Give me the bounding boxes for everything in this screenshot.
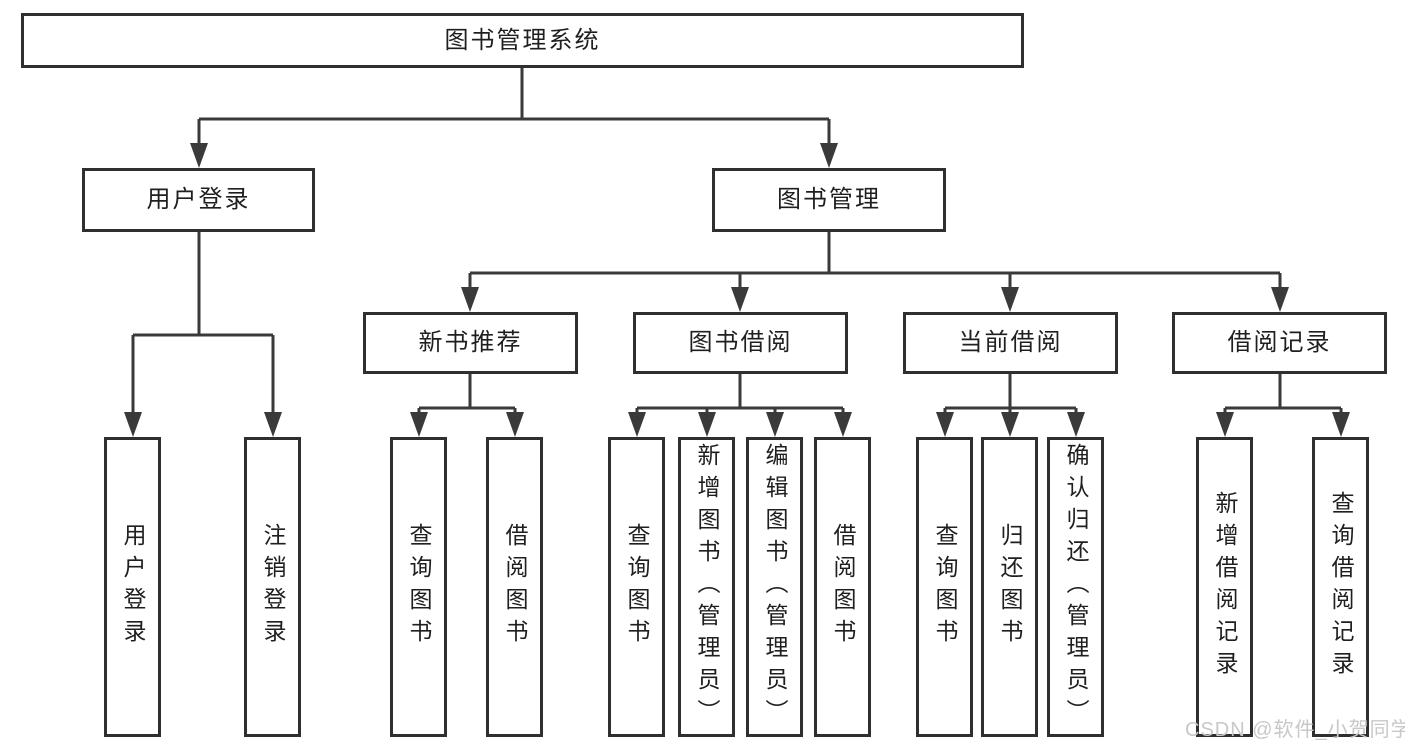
leaf-br-add-record: 新增借阅记录 <box>1196 437 1253 737</box>
arrowhead-icon <box>1332 412 1350 437</box>
node-label: 图书管理系统 <box>444 26 601 54</box>
arrowhead-icon <box>124 412 142 437</box>
arrowhead-icon <box>1271 287 1289 312</box>
node-label: 借阅记录 <box>1227 329 1332 356</box>
leaf-nbr-borrow-books: 借阅图书 <box>486 437 543 737</box>
leaf-bb-borrow-books: 借阅图书 <box>814 437 871 737</box>
connector-paths <box>131 68 1343 415</box>
node-label: 当前借阅 <box>958 329 1063 356</box>
arrowhead-icon <box>410 412 428 437</box>
node-label: 确认归还（管理员） <box>1063 443 1089 731</box>
leaf-bb-query-books: 查询图书 <box>608 437 665 737</box>
arrowhead-icon <box>1067 412 1085 437</box>
node-label: 用户登录 <box>120 523 146 651</box>
node-label: 新增图书（管理员） <box>694 443 720 731</box>
arrowhead-icon <box>936 412 954 437</box>
arrowhead-icon <box>698 412 716 437</box>
node-label: 图书管理 <box>777 186 881 213</box>
arrowhead-icon <box>628 412 646 437</box>
node-label: 查询图书 <box>406 523 432 651</box>
node-label: 新增借阅记录 <box>1212 491 1238 683</box>
leaf-bb-add-books-admin: 新增图书（管理员） <box>678 437 735 737</box>
leaf-cb-query-books: 查询图书 <box>916 437 973 737</box>
arrowhead-icon <box>820 143 838 168</box>
arrowhead-icon <box>264 412 282 437</box>
node-label: 注销登录 <box>260 523 286 651</box>
leaf-br-query-record: 查询借阅记录 <box>1312 437 1369 737</box>
arrowhead-icon <box>731 287 749 312</box>
arrowhead-icon <box>834 412 852 437</box>
arrowhead-icon <box>1216 412 1234 437</box>
node-borrowing-records: 借阅记录 <box>1172 312 1387 374</box>
node-label: 归还图书 <box>997 523 1023 651</box>
arrowhead-icon <box>766 412 784 437</box>
node-label: 图书借阅 <box>688 329 793 356</box>
node-library-management-system: 图书管理系统 <box>21 13 1024 68</box>
node-book-borrowing: 图书借阅 <box>633 312 848 374</box>
arrowheads <box>124 143 1350 437</box>
arrowhead-icon <box>506 412 524 437</box>
node-label: 查询图书 <box>932 523 958 651</box>
node-new-book-recommend: 新书推荐 <box>363 312 578 374</box>
node-label: 借阅图书 <box>502 523 528 651</box>
leaf-bb-edit-books-admin: 编辑图书（管理员） <box>746 437 803 737</box>
leaf-logout: 注销登录 <box>244 437 301 737</box>
node-book-management: 图书管理 <box>712 168 946 232</box>
leaf-cb-confirm-return-admin: 确认归还（管理员） <box>1047 437 1104 737</box>
node-current-borrowing: 当前借阅 <box>903 312 1118 374</box>
arrowhead-icon <box>1001 412 1019 437</box>
leaf-user-login: 用户登录 <box>104 437 161 737</box>
node-label: 编辑图书（管理员） <box>762 443 788 731</box>
arrowhead-icon <box>1001 287 1019 312</box>
arrowhead-icon <box>461 287 479 312</box>
node-label: 新书推荐 <box>418 329 523 356</box>
node-user-login: 用户登录 <box>82 168 315 232</box>
node-label: 查询图书 <box>624 523 650 651</box>
node-label: 查询借阅记录 <box>1328 491 1354 683</box>
csdn-watermark: CSDN @软件_小贺同学 <box>1185 719 1405 741</box>
node-label: 用户登录 <box>146 186 251 213</box>
arrowhead-icon <box>190 143 208 168</box>
leaf-cb-return-books: 归还图书 <box>981 437 1038 737</box>
node-label: 借阅图书 <box>830 523 856 651</box>
leaf-nbr-query-books: 查询图书 <box>390 437 447 737</box>
